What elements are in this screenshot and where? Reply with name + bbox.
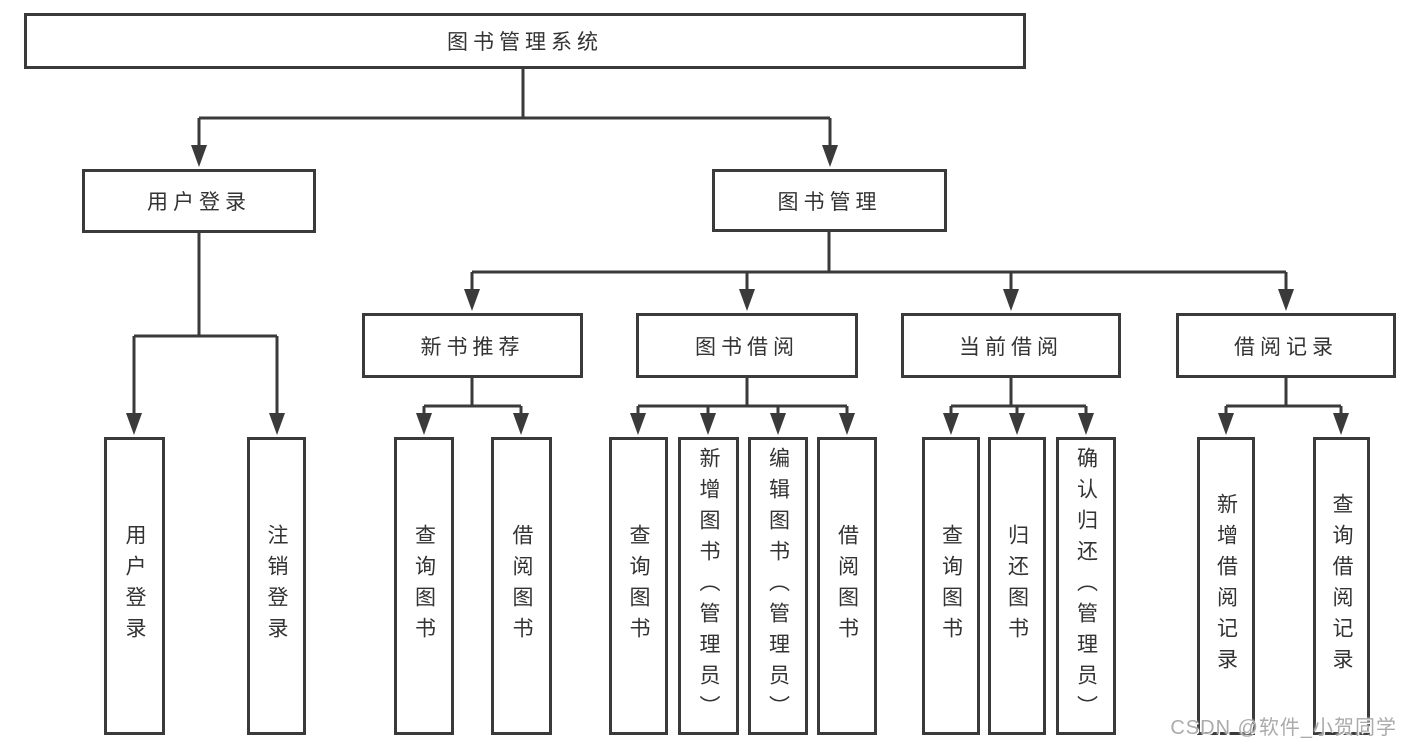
leaf-query-borrow-record: 查询借阅记录 — [1313, 437, 1370, 735]
leaf-borrow-books-recommend: 借阅图书 — [491, 437, 552, 735]
node-book-management: 图书管理 — [712, 169, 947, 232]
leaf-logout: 注销登录 — [247, 437, 306, 735]
csdn-watermark: CSDN @软件_小贺同学 — [1170, 717, 1397, 739]
leaf-label: 借阅图书 — [835, 524, 859, 648]
arrowheads — [126, 145, 1349, 435]
leaf-query-books-borrow: 查询图书 — [609, 437, 668, 735]
leaf-add-books-admin: 新增图书（管理员） — [678, 437, 739, 735]
leaf-label: 编辑图书（管理员） — [766, 446, 790, 726]
leaf-label: 查询图书 — [627, 524, 650, 648]
node-user-login: 用户登录 — [82, 169, 316, 233]
leaf-label: 归还图书 — [1005, 524, 1029, 648]
node-new-book-recommend: 新书推荐 — [362, 313, 583, 378]
leaf-label: 确认归还（管理员） — [1074, 446, 1098, 726]
leaf-label: 查询图书 — [939, 524, 963, 648]
node-current-borrowing: 当前借阅 — [901, 313, 1121, 378]
leaf-borrow-books: 借阅图书 — [817, 437, 877, 735]
leaf-label: 查询图书 — [412, 524, 436, 648]
leaf-user-login: 用户登录 — [104, 437, 165, 735]
node-borrowing-records: 借阅记录 — [1176, 313, 1396, 378]
leaf-label: 新增借阅记录 — [1214, 493, 1238, 679]
leaf-label: 用户登录 — [123, 524, 146, 648]
leaf-add-borrow-record: 新增借阅记录 — [1197, 437, 1255, 735]
leaf-confirm-return-admin: 确认归还（管理员） — [1056, 437, 1116, 735]
leaf-label: 新增图书（管理员） — [697, 446, 720, 726]
leaf-label: 查询借阅记录 — [1330, 493, 1353, 679]
leaf-return-books: 归还图书 — [988, 437, 1046, 735]
leaf-label: 注销登录 — [265, 524, 288, 648]
leaf-query-books-recommend: 查询图书 — [394, 437, 454, 735]
node-root-system: 图书管理系统 — [24, 13, 1026, 69]
node-book-borrowing: 图书借阅 — [636, 313, 858, 378]
leaf-label: 借阅图书 — [510, 524, 533, 648]
leaf-query-books-current: 查询图书 — [922, 437, 980, 735]
leaf-edit-books-admin: 编辑图书（管理员） — [748, 437, 808, 735]
